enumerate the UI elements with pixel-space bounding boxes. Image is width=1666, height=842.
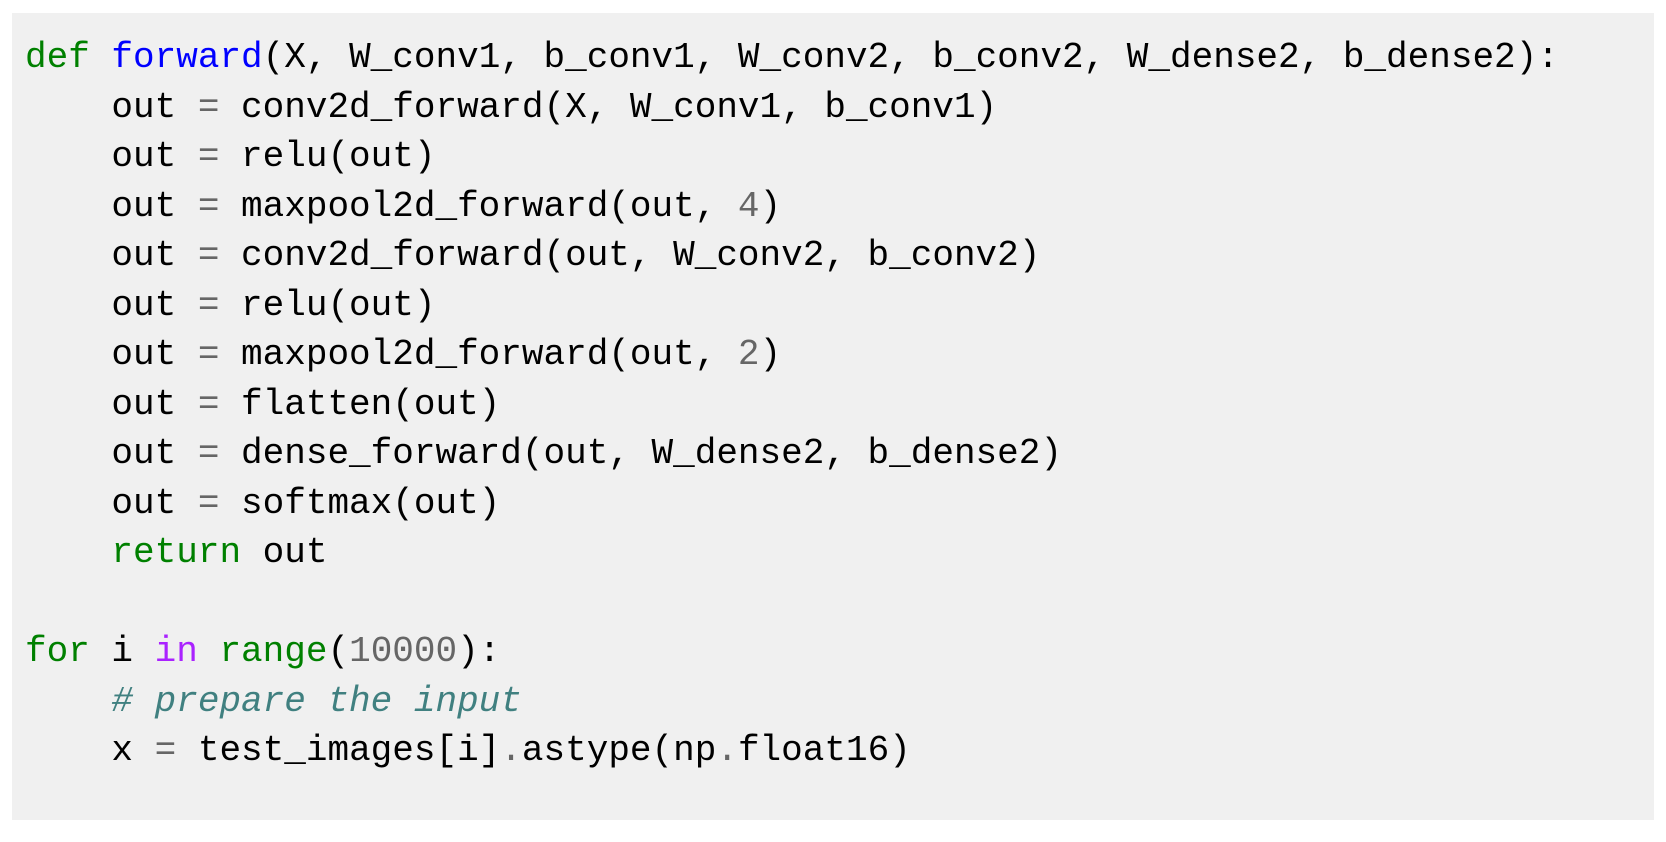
code-token: ) bbox=[759, 185, 782, 227]
code-token: ( bbox=[327, 631, 350, 672]
code-token: flatten(out) bbox=[219, 383, 501, 425]
code-token: dense_forward(out, W_dense2, b_dense2) bbox=[219, 433, 1062, 474]
code-token: out bbox=[25, 86, 198, 128]
code-token: relu(out) bbox=[219, 136, 436, 177]
code-token: = bbox=[197, 185, 220, 227]
code-token: out bbox=[25, 482, 198, 524]
code-token: . bbox=[716, 730, 738, 771]
code-line: out = flatten(out) bbox=[25, 380, 1654, 430]
code-token: out bbox=[25, 334, 198, 375]
code-token: out bbox=[25, 284, 198, 326]
code-token: conv2d_forward(out, W_conv2, b_conv2) bbox=[219, 235, 1041, 276]
code-token: = bbox=[197, 235, 220, 276]
code-token bbox=[90, 37, 112, 78]
code-token: relu(out) bbox=[219, 284, 436, 326]
code-line: out = maxpool2d_forward(out, 2) bbox=[25, 330, 1654, 380]
code-line: for i in range(10000): bbox=[25, 627, 1654, 677]
code-line: return out bbox=[25, 528, 1654, 578]
code-token: out bbox=[25, 136, 198, 177]
code-token: ): bbox=[457, 631, 501, 672]
code-token: 2 bbox=[737, 334, 760, 375]
code-token: (X, W_conv1, b_conv1, W_conv2, b_conv2, … bbox=[262, 37, 1559, 78]
code-line: def forward(X, W_conv1, b_conv1, W_conv2… bbox=[25, 33, 1654, 83]
code-token: in bbox=[154, 631, 198, 672]
code-line: # prepare the input bbox=[25, 677, 1654, 727]
code-token: = bbox=[197, 433, 220, 474]
code-token: return bbox=[111, 532, 242, 573]
code-token: = bbox=[197, 334, 220, 375]
code-token: = bbox=[197, 482, 220, 524]
code-token: softmax(out) bbox=[219, 482, 501, 524]
code-token: out bbox=[25, 185, 198, 227]
code-token: maxpool2d_forward(out, bbox=[219, 334, 738, 375]
code-token: maxpool2d_forward(out, bbox=[219, 185, 738, 227]
code-line bbox=[25, 578, 1654, 628]
code-token: # prepare the input bbox=[111, 680, 522, 722]
code-line: out = dense_forward(out, W_dense2, b_den… bbox=[25, 429, 1654, 479]
code-line: out = softmax(out) bbox=[25, 479, 1654, 529]
code-line: out = conv2d_forward(out, W_conv2, b_con… bbox=[25, 231, 1654, 281]
code-token: out bbox=[25, 235, 198, 276]
code-token bbox=[198, 631, 220, 672]
code-token: = bbox=[197, 284, 220, 326]
code-token: forward bbox=[111, 37, 263, 78]
code-token: float16) bbox=[737, 730, 911, 771]
code-token: out bbox=[25, 383, 198, 425]
code-token bbox=[25, 681, 111, 722]
code-listing: def forward(X, W_conv1, b_conv1, W_conv2… bbox=[25, 33, 1654, 776]
code-token: for bbox=[25, 631, 90, 672]
code-token bbox=[25, 532, 111, 573]
code-token: = bbox=[197, 136, 220, 177]
code-line: out = relu(out) bbox=[25, 132, 1654, 182]
code-token: out bbox=[241, 532, 328, 573]
code-line: x = test_images[i].astype(np.float16) bbox=[25, 726, 1654, 776]
code-token: astype(np bbox=[521, 730, 717, 771]
code-token: x bbox=[25, 730, 155, 771]
code-token: 10000 bbox=[349, 631, 458, 672]
code-token: i bbox=[89, 631, 155, 672]
code-token: conv2d_forward(X, W_conv1, b_conv1) bbox=[219, 86, 998, 128]
code-token: out bbox=[25, 433, 198, 474]
code-line: out = conv2d_forward(X, W_conv1, b_conv1… bbox=[25, 83, 1654, 133]
code-token: = bbox=[197, 86, 220, 128]
code-block: def forward(X, W_conv1, b_conv1, W_conv2… bbox=[12, 13, 1654, 820]
code-token: = bbox=[154, 730, 177, 771]
code-token: 4 bbox=[737, 185, 760, 227]
code-line: out = relu(out) bbox=[25, 281, 1654, 331]
code-token: . bbox=[500, 730, 522, 771]
code-token: = bbox=[197, 383, 220, 425]
code-token: test_images[i] bbox=[176, 730, 501, 771]
code-token: range bbox=[219, 631, 328, 672]
code-token: ) bbox=[759, 334, 782, 375]
code-line: out = maxpool2d_forward(out, 4) bbox=[25, 182, 1654, 232]
code-token: def bbox=[25, 37, 90, 78]
